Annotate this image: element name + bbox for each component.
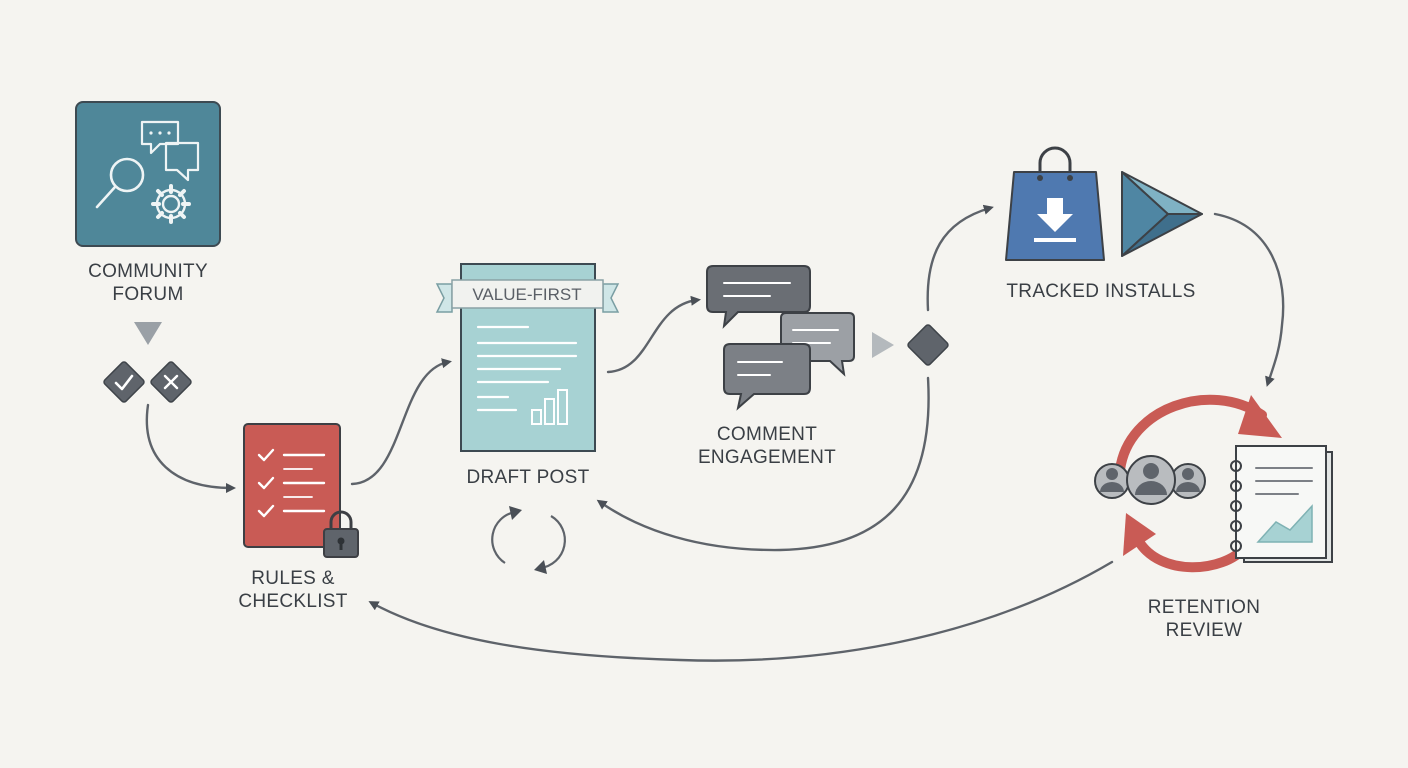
draft-post-label: DRAFT POST	[467, 467, 590, 488]
connector-rules-to-draft	[350, 358, 452, 486]
flow-triangle-icon	[134, 322, 162, 345]
chat-bubbles-icon	[706, 265, 855, 411]
connector-installs-to-retention	[1213, 212, 1285, 387]
shopping-bag-download-icon	[1005, 146, 1105, 261]
connector-diamond-to-installs	[926, 204, 994, 312]
connectors	[145, 204, 1285, 662]
cross-icon	[163, 374, 179, 390]
node-tracked-installs: TRACKED INSTALLS	[1005, 146, 1203, 302]
chat-bubbles-icon	[140, 120, 200, 182]
connector-draft-to-comments	[606, 295, 701, 374]
check-diamond	[103, 361, 145, 403]
rules-label-1: RULES &	[251, 568, 334, 589]
connector-decision-to-rules	[145, 403, 237, 494]
users-group-icon	[1094, 455, 1206, 505]
node-community-forum: COMMUNITY FORUM	[75, 101, 221, 305]
retention-label-2: REVIEW	[1166, 620, 1243, 641]
approval-decision	[103, 361, 192, 403]
retention-label-1: RETENTION	[1148, 597, 1260, 618]
play-store-icon	[1121, 171, 1203, 257]
flow-triangle-icon	[872, 332, 894, 358]
value-first-banner: VALUE-FIRST	[435, 279, 620, 313]
bar-chart-icon	[531, 389, 568, 425]
decision-diamond-icon	[907, 324, 949, 366]
community-forum-label-2: FORUM	[112, 284, 183, 305]
banner-label: VALUE-FIRST	[472, 285, 581, 304]
notebook-icon	[1230, 445, 1333, 563]
comment-label-1: COMMENT	[717, 424, 817, 445]
padlock-icon	[323, 510, 359, 558]
rules-label-2: CHECKLIST	[238, 591, 347, 612]
gear-icon	[151, 184, 191, 224]
tracked-installs-label: TRACKED INSTALLS	[1006, 281, 1195, 302]
comment-label-2: ENGAGEMENT	[698, 447, 836, 468]
connector-diamond-to-draft	[596, 376, 930, 552]
forum-tile	[75, 101, 221, 247]
node-rules-checklist: RULES & CHECKLIST	[238, 423, 359, 612]
node-draft-post: VALUE-FIRST DRAFT POST	[435, 263, 620, 574]
node-comment-engagement: COMMENT ENGAGEMENT	[698, 265, 855, 468]
community-forum-label-1: COMMUNITY	[88, 261, 208, 282]
connector-retention-to-rules	[368, 560, 1114, 662]
refresh-cycle-icon	[491, 506, 566, 574]
node-retention-review: RETENTION REVIEW	[1094, 394, 1333, 641]
magnifier-icon	[95, 157, 145, 209]
check-icon	[114, 374, 134, 391]
